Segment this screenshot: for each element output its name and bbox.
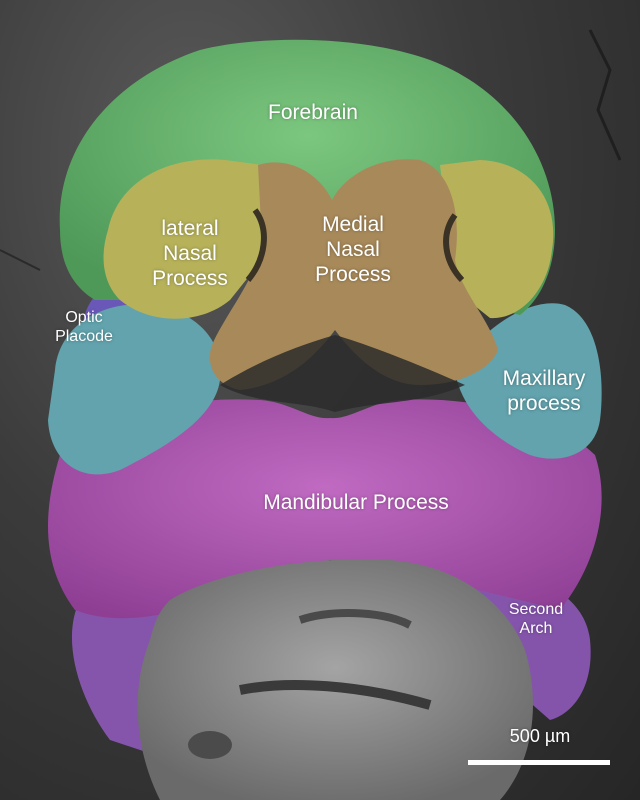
background-crack [588,29,622,161]
background-crack [0,249,41,271]
cut-cavity [298,609,412,629]
label-forebrain: Forebrain [268,101,358,124]
nasal-pit-right [443,213,465,283]
label-second-arch: Second Arch [508,601,564,638]
label-lateral-nasal-process: lateral Nasal Process [152,217,228,291]
scale-bar [468,760,610,765]
scale-bar-label: 500 µm [509,726,571,746]
medial-nasal-process-region [209,159,499,390]
label-medial-nasal-process: Medial Nasal Process [315,213,391,287]
nasal-pit-left [245,208,267,282]
lateral-nasal-process-right [440,160,554,319]
cut-tissue-surface [137,559,533,800]
label-mandibular-process: Mandibular Process [263,491,449,514]
lateral-nasal-process-left [103,159,262,319]
label-optic-placode: Optic Placode [55,309,113,346]
stomodeum-opening [220,335,465,412]
cut-cavity [239,680,432,710]
cut-cavity [188,731,232,759]
maxillary-process-left [48,304,221,475]
label-maxillary-process: Maxillary process [502,367,586,416]
mandibular-process-region [48,399,602,619]
